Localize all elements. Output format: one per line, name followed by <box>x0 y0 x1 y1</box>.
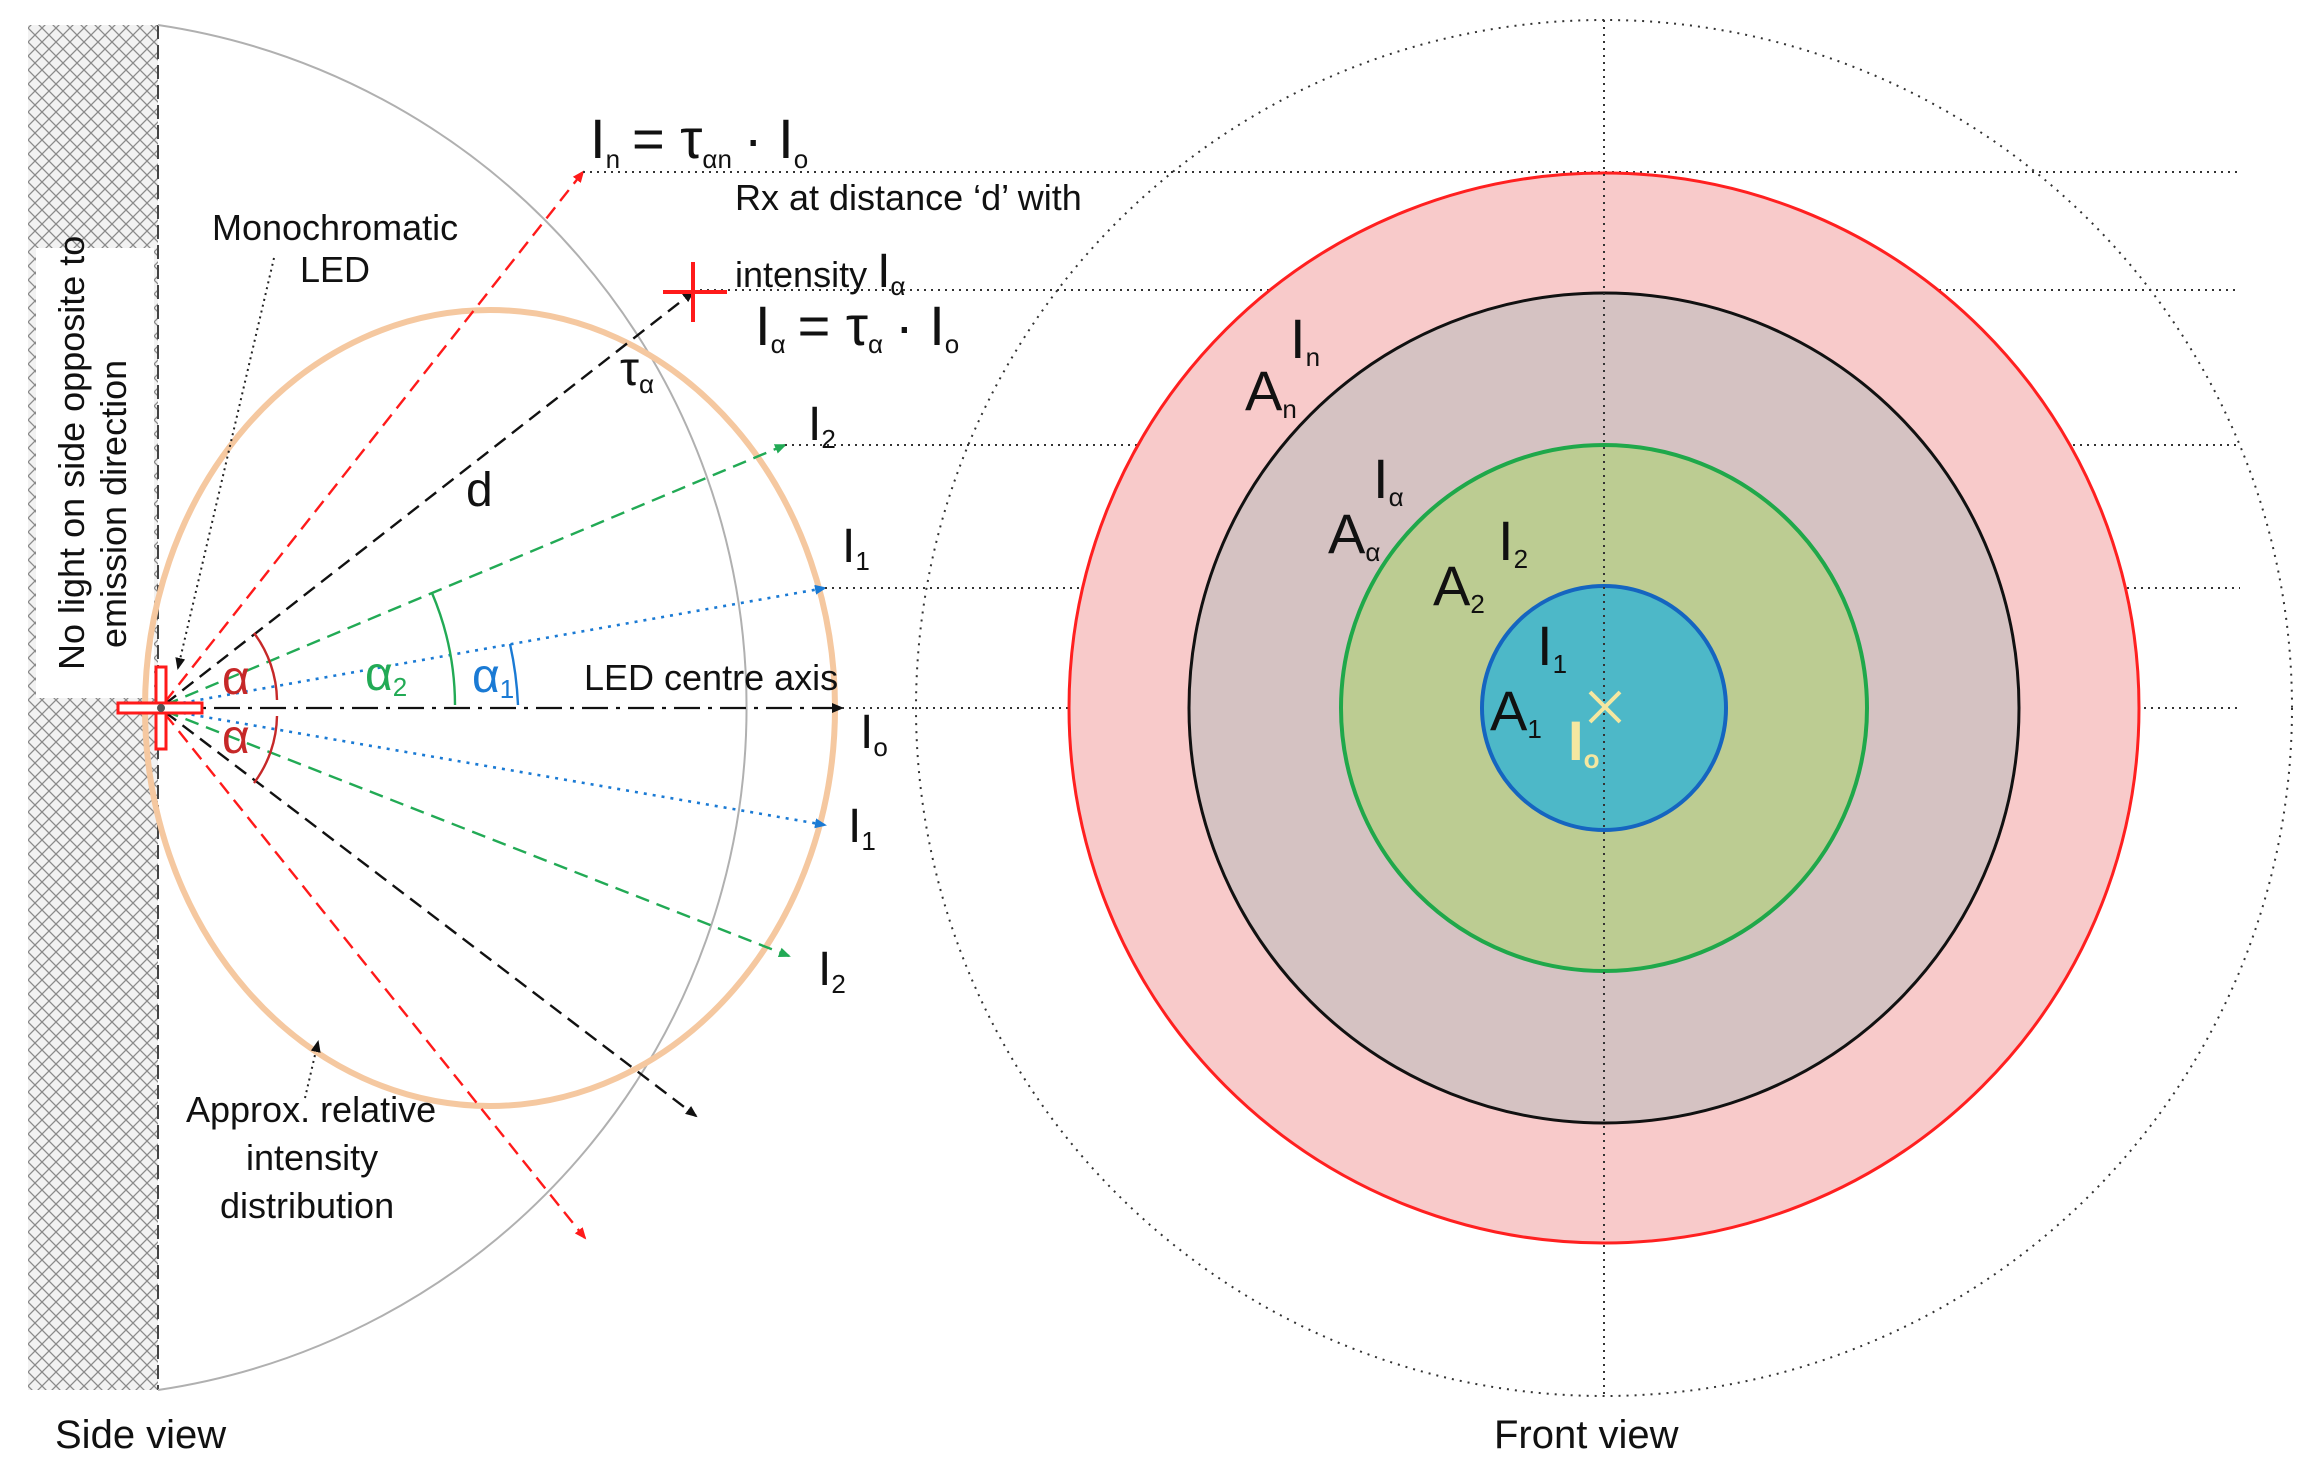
alpha1-arc <box>508 643 520 706</box>
intensity-n-label: In <box>1290 307 1320 372</box>
alpha1-label: α1 <box>472 650 514 704</box>
centre-point-marker <box>1588 690 1622 724</box>
intensity-o-label: Io <box>1568 709 1599 774</box>
intensity-label-2-lower: I2 <box>818 943 846 999</box>
wall-label-box <box>36 248 154 698</box>
alpha-label-upper: α <box>222 652 250 705</box>
front-view: An In Aα Iα A2 I2 A1 I1 Io Front view <box>915 19 2293 1457</box>
distribution-label-line-2: intensity <box>246 1137 378 1178</box>
area-n-label: An <box>1245 359 1297 424</box>
side-view-caption: Side view <box>55 1413 226 1457</box>
wall-label-line-1: No light on side opposite to <box>51 236 92 670</box>
led-leader-line <box>175 257 275 670</box>
intensity-2-label: I2 <box>1498 509 1528 574</box>
ray-blue-upper <box>164 584 827 708</box>
front-view-caption: Front view <box>1494 1413 1679 1457</box>
equation-alpha: Iα= τα· Io <box>755 294 959 359</box>
rx-label-line-1: Rx at distance ‘d’ with <box>735 177 1082 218</box>
distance-label: d <box>466 464 493 517</box>
intensity-label-1-upper: I1 <box>842 520 870 576</box>
led-label-line-2: LED <box>300 249 370 290</box>
alpha-label-lower: α <box>222 711 250 764</box>
ray-black-upper <box>164 290 695 705</box>
ray-green-upper <box>164 443 787 707</box>
led-source-marker <box>116 665 204 751</box>
led-label-line-1: Monochromatic <box>212 207 458 248</box>
ray-red-upper <box>164 170 585 703</box>
distribution-label-line-3: distribution <box>220 1185 394 1226</box>
intensity-1-label: I1 <box>1537 614 1567 679</box>
tau-alpha-label: τα <box>620 343 654 399</box>
area-1-label: A1 <box>1490 679 1542 744</box>
receiver-marker <box>663 262 727 322</box>
alpha-arc-lower <box>253 715 279 784</box>
wall-label-line-2: emission direction <box>93 360 134 648</box>
alpha2-label: α2 <box>365 648 407 702</box>
intensity-label-2-upper: I2 <box>808 398 836 454</box>
area-2-label: A2 <box>1433 554 1485 619</box>
ray-blue-lower <box>164 708 827 829</box>
area-alpha-label: Aα <box>1328 502 1380 567</box>
side-view: No light on side opposite to emission di… <box>28 24 2240 1457</box>
intensity-label-1-lower: I1 <box>848 800 876 856</box>
alpha-arc-upper <box>253 632 279 701</box>
equation-n: In= ταn· Io <box>590 107 808 174</box>
intensity-alpha-label: Iα <box>1373 447 1404 512</box>
intensity-label-o: Io <box>860 706 888 762</box>
distance-arc <box>157 24 748 1391</box>
distribution-label-line-1: Approx. relative <box>186 1089 436 1130</box>
ray-red-lower <box>164 713 587 1240</box>
axis-label: LED centre axis <box>584 657 838 698</box>
alpha2-arc <box>430 592 457 706</box>
ray-black-lower <box>164 711 698 1118</box>
ray-green-lower <box>164 709 791 958</box>
